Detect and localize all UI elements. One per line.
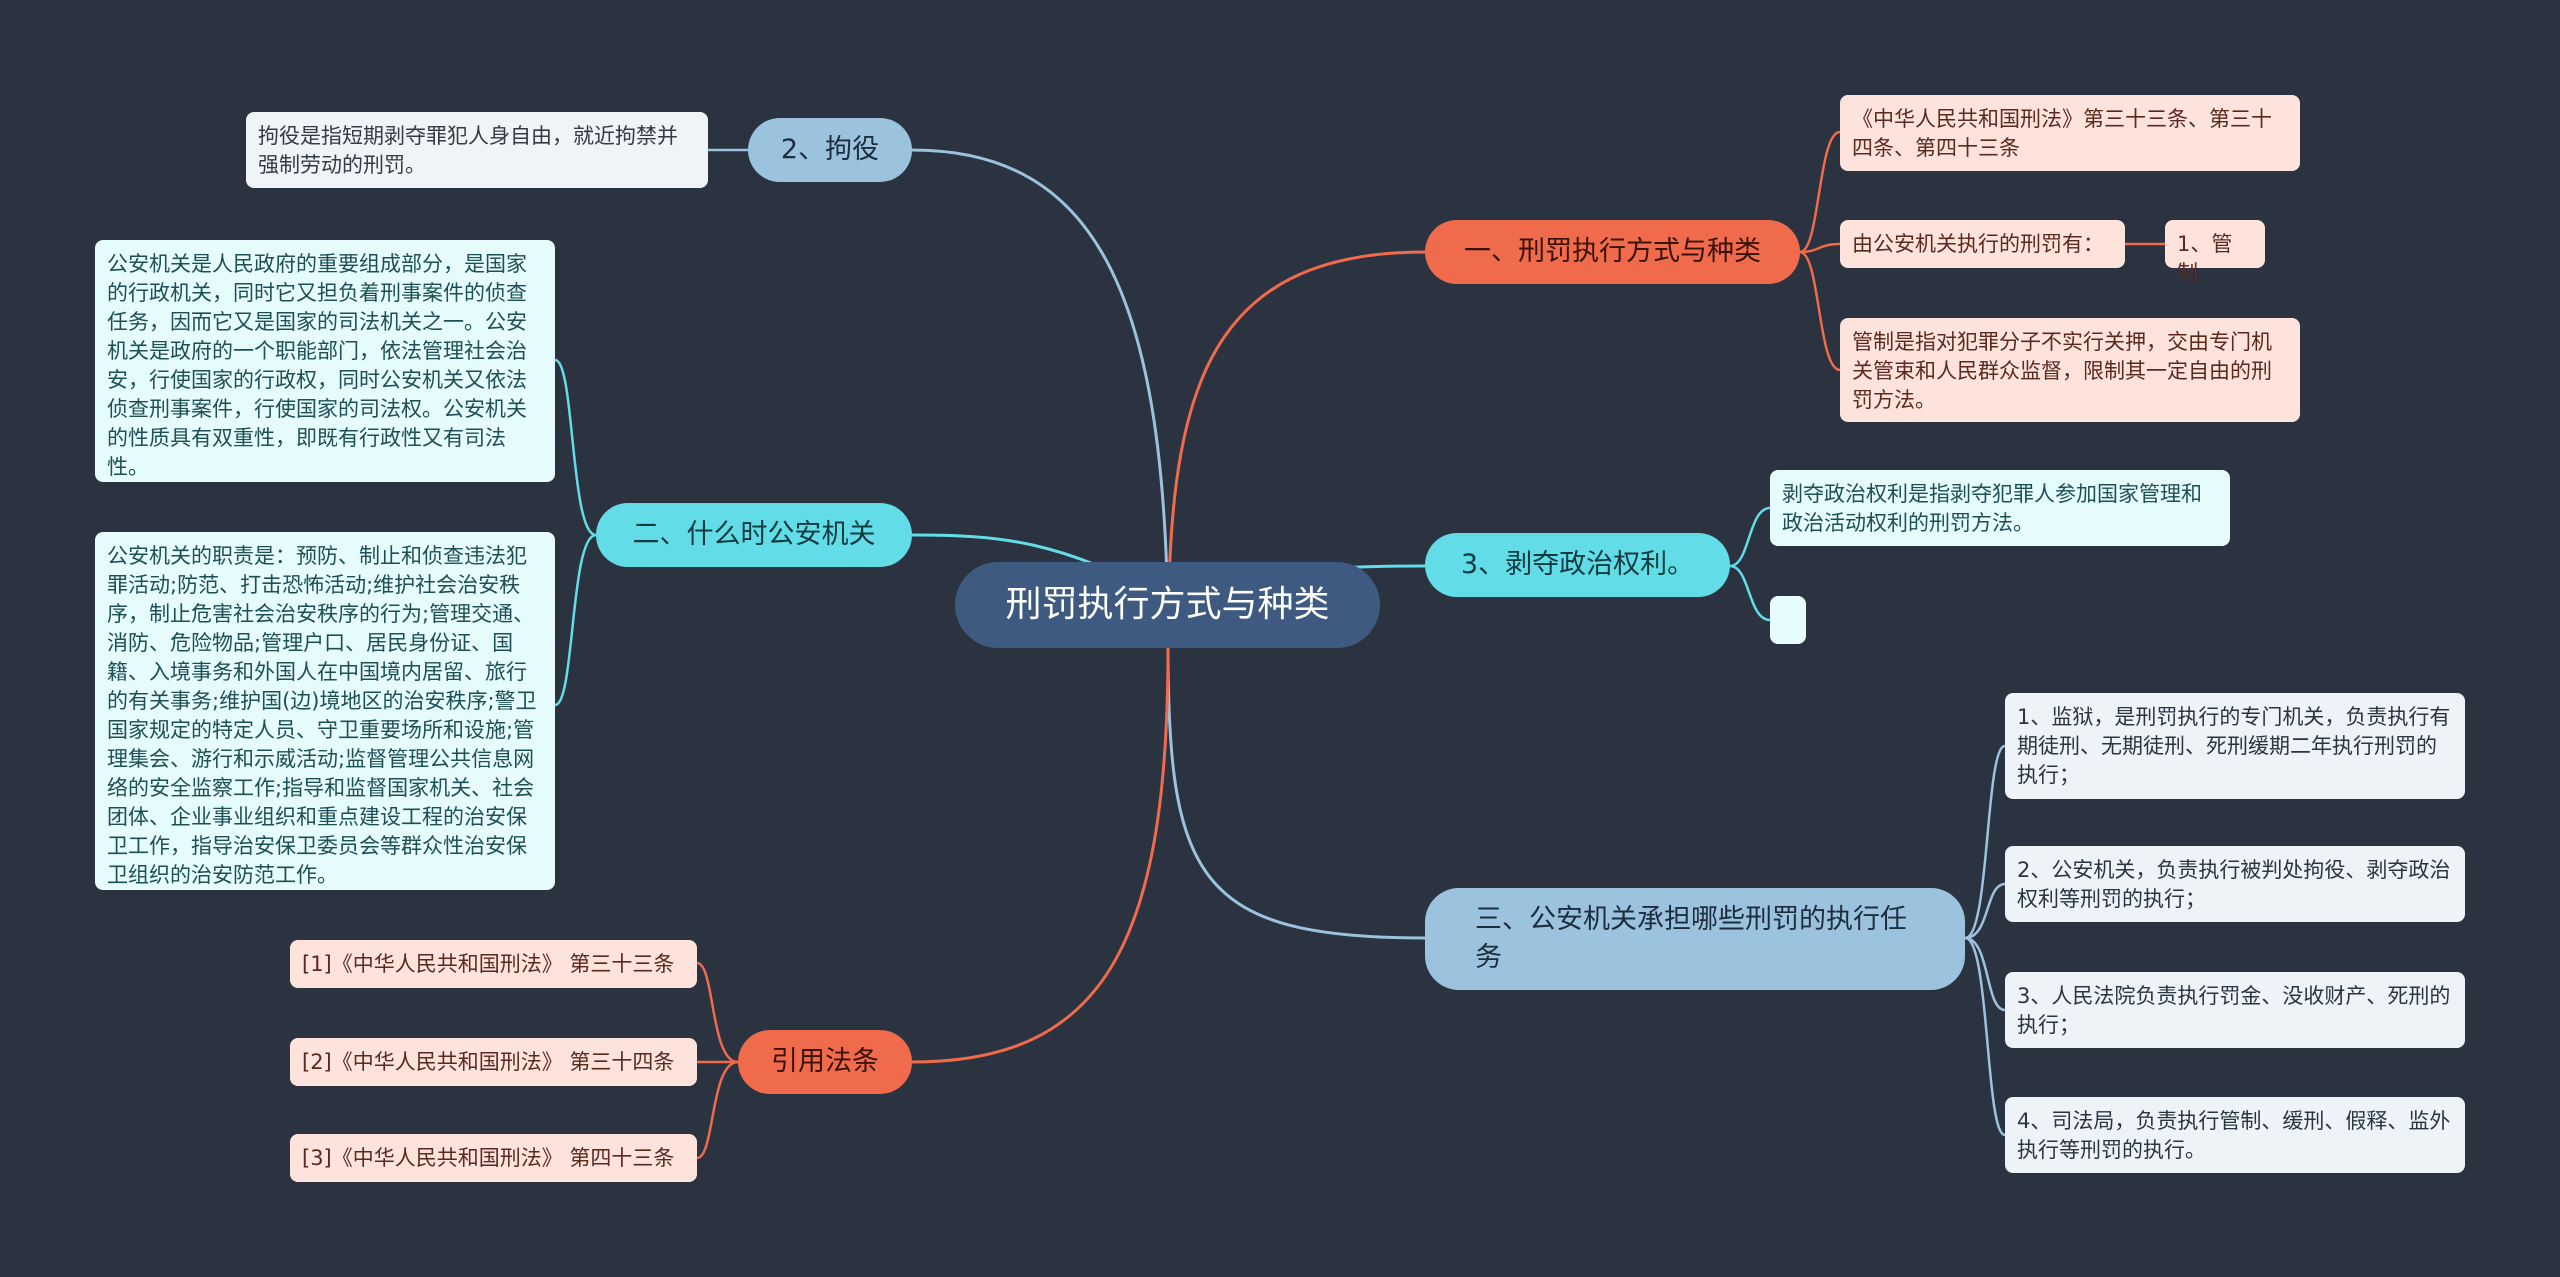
link-center-b3 [1166, 647, 1426, 940]
card-detention-definition[interactable]: 拘役是指短期剥夺罪犯人身自由，就近拘禁并强制劳动的刑罚。 [246, 112, 708, 188]
card-political-rights-definition[interactable]: 剥夺政治权利是指剥夺犯罪人参加国家管理和政治活动权利的刑罚方法。 [1770, 470, 2230, 546]
link-center-b4 [911, 148, 1170, 649]
branch-deprive-political-rights[interactable]: 3、剥夺政治权利。 [1425, 533, 1730, 597]
branch-label: 2、拘役 [780, 134, 880, 166]
link-b3-c4 [1964, 936, 2006, 1137]
link-b6-c1 [696, 961, 739, 1064]
card-text: 1、管制 [2177, 232, 2233, 285]
card-text: 拘役是指短期剥夺罪犯人身自由，就近拘禁并强制劳动的刑罚。 [258, 124, 678, 177]
link-b2-c2 [1729, 564, 1771, 622]
card-justice-bureau[interactable]: 4、司法局，负责执行管制、缓刑、假释、监外执行等刑罚的执行。 [2005, 1097, 2465, 1173]
card-text: [3]《中华人民共和国刑法》 第四十三条 [302, 1146, 675, 1170]
center-topic[interactable]: 刑罚执行方式与种类 [955, 562, 1380, 648]
card-citation-3[interactable]: [3]《中华人民共和国刑法》 第四十三条 [290, 1134, 697, 1182]
card-text: 公安机关的职责是：预防、制止和侦查违法犯罪活动;防范、打击恐怖活动;维护社会治安… [107, 544, 537, 887]
link-b5-c1 [554, 358, 597, 537]
link-b6-c3 [696, 1060, 739, 1160]
link-b3-c3 [1964, 936, 2006, 1012]
card-text: 3、人民法院负责执行罚金、没收财产、死刑的执行； [2017, 984, 2451, 1037]
branch-label: 三、公安机关承担哪些刑罚的执行任务 [1475, 904, 1907, 973]
card-police-executes[interactable]: 由公安机关执行的刑罚有： [1840, 220, 2125, 268]
card-guanzhi-label[interactable]: 1、管制 [2165, 220, 2265, 285]
branch-police-tasks[interactable]: 三、公安机关承担哪些刑罚的执行任务 [1425, 888, 1965, 990]
card-text: 公安机关是人民政府的重要组成部分，是国家的行政机关，同时它又担负着刑事案件的侦查… [107, 252, 527, 479]
card-text: 2、公安机关，负责执行被判处拘役、剥夺政治权利等刑罚的执行； [2017, 858, 2451, 911]
branch-what-is-police[interactable]: 二、什么时公安机关 [596, 503, 912, 567]
link-b2-c1 [1729, 506, 1771, 568]
link-b1-c3 [1799, 250, 1841, 372]
card-police-duties[interactable]: 公安机关的职责是：预防、制止和侦查违法犯罪活动;防范、打击恐怖活动;维护社会治安… [95, 532, 555, 890]
center-topic-label: 刑罚执行方式与种类 [1005, 584, 1330, 626]
link-b1-c1 [1799, 130, 1841, 254]
link-center-b1 [1166, 250, 1426, 649]
card-citation-1[interactable]: [1]《中华人民共和国刑法》 第三十三条 [290, 940, 697, 988]
card-court[interactable]: 3、人民法院负责执行罚金、没收财产、死刑的执行； [2005, 972, 2465, 1048]
branch-cited-articles[interactable]: 引用法条 [738, 1030, 912, 1094]
card-guanzhi-definition[interactable]: 管制是指对犯罪分子不实行关押，交由专门机关管束和人民群众监督，限制其一定自由的刑… [1840, 318, 2300, 422]
link-b1-c2 [1799, 242, 1841, 254]
branch-label: 3、剥夺政治权利。 [1460, 549, 1695, 581]
card-text: 《中华人民共和国刑法》第三十三条、第三十四条、第四十三条 [1852, 107, 2272, 160]
link-b3-c1 [1964, 744, 2006, 940]
card-text: 剥夺政治权利是指剥夺犯罪人参加国家管理和政治活动权利的刑罚方法。 [1782, 482, 2202, 535]
card-text: 1、监狱，是刑罚执行的专门机关，负责执行有期徒刑、无期徒刑、死刑缓期二年执行刑罚… [2017, 705, 2451, 787]
card-citation-2[interactable]: [2]《中华人民共和国刑法》 第三十四条 [290, 1038, 697, 1086]
card-text: [1]《中华人民共和国刑法》 第三十三条 [302, 952, 675, 976]
card-text: 4、司法局，负责执行管制、缓刑、假释、监外执行等刑罚的执行。 [2017, 1109, 2451, 1162]
link-center-b6 [911, 647, 1170, 1064]
branch-detention[interactable]: 2、拘役 [748, 118, 912, 182]
card-text: 由公安机关执行的刑罚有： [1852, 232, 2104, 256]
branch-label: 二、什么时公安机关 [632, 519, 876, 551]
card-text: 管制是指对犯罪分子不实行关押，交由专门机关管束和人民群众监督，限制其一定自由的刑… [1852, 330, 2272, 412]
branch-label: 引用法条 [771, 1046, 879, 1078]
card-prison[interactable]: 1、监狱，是刑罚执行的专门机关，负责执行有期徒刑、无期徒刑、死刑缓期二年执行刑罚… [2005, 693, 2465, 799]
link-b5-c2 [554, 533, 597, 707]
card-police[interactable]: 2、公安机关，负责执行被判处拘役、剥夺政治权利等刑罚的执行； [2005, 846, 2465, 922]
branch-label: 一、刑罚执行方式与种类 [1464, 236, 1761, 268]
branch-execution-methods[interactable]: 一、刑罚执行方式与种类 [1425, 220, 1800, 284]
card-law-articles[interactable]: 《中华人民共和国刑法》第三十三条、第三十四条、第四十三条 [1840, 95, 2300, 171]
card-police-nature[interactable]: 公安机关是人民政府的重要组成部分，是国家的行政机关，同时它又担负着刑事案件的侦查… [95, 240, 555, 482]
link-b3-c2 [1964, 882, 2006, 940]
card-text: [2]《中华人民共和国刑法》 第三十四条 [302, 1050, 675, 1074]
card-empty[interactable] [1770, 596, 1806, 644]
